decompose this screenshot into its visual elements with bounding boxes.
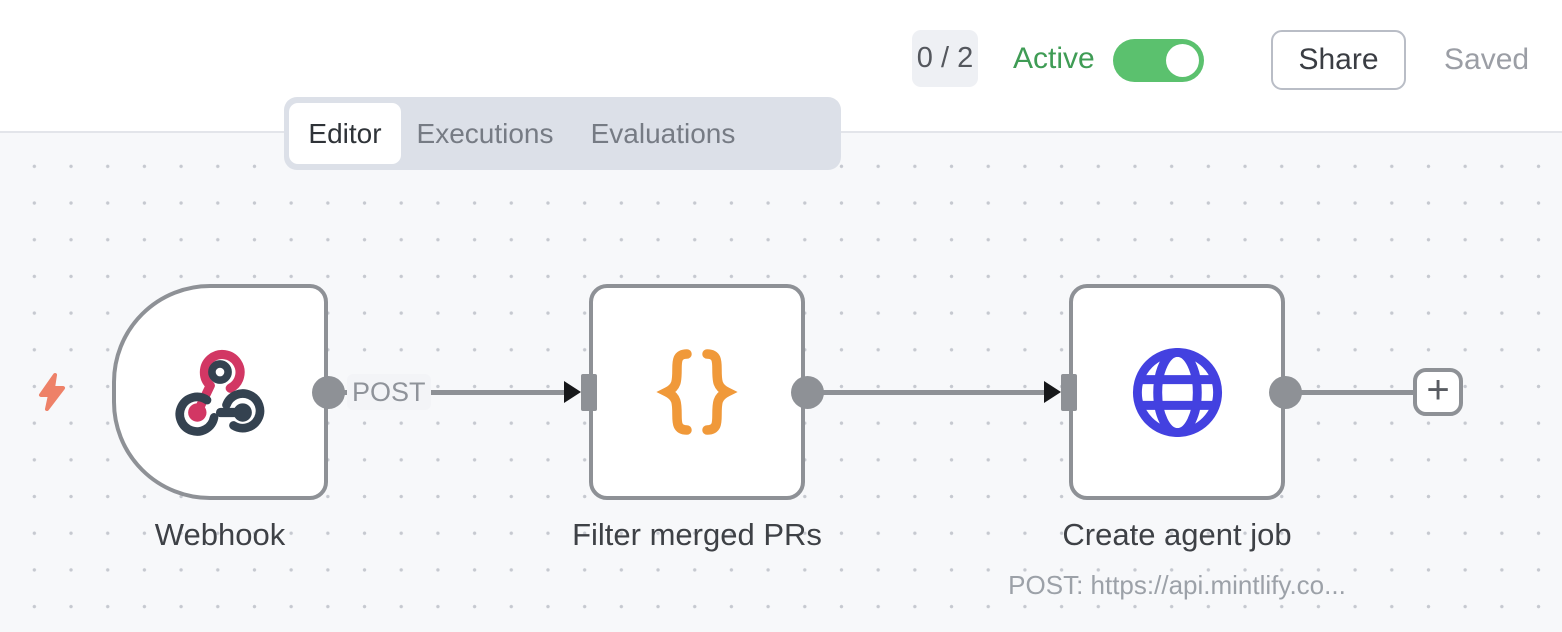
add-node-button[interactable]: + <box>1413 368 1463 416</box>
share-button[interactable]: Share <box>1271 30 1406 90</box>
connection-method-label: POST <box>347 374 431 410</box>
issues-counter-badge[interactable]: 0 / 2 <box>912 30 978 87</box>
tab-evaluations[interactable]: Evaluations <box>590 117 736 149</box>
workflow-canvas[interactable]: POST Webhook Filter merged PRs <box>0 133 1562 632</box>
filter-input-port <box>581 374 597 411</box>
plus-icon: + <box>1426 368 1450 412</box>
active-label: Active <box>1013 42 1095 75</box>
node-subtitle-http: POST: https://api.mintlify.co... <box>1008 570 1346 600</box>
http-input-port <box>1061 374 1077 411</box>
connection-http-to-add <box>1285 390 1413 395</box>
trigger-bolt-icon <box>39 373 65 411</box>
node-title-http: Create agent job <box>1062 517 1292 552</box>
node-filter-merged-prs[interactable] <box>589 284 805 500</box>
code-braces-icon <box>656 349 738 435</box>
connection-arrowhead <box>1044 381 1061 403</box>
tab-editor[interactable]: Editor <box>289 103 401 164</box>
toggle-knob <box>1166 44 1199 77</box>
active-toggle[interactable] <box>1113 39 1204 82</box>
webhook-output-port[interactable] <box>312 376 345 409</box>
connection-arrowhead <box>564 381 581 403</box>
tab-executions[interactable]: Executions <box>416 117 554 149</box>
node-create-agent-job[interactable] <box>1069 284 1285 500</box>
webhook-icon <box>175 349 265 436</box>
node-title-filter: Filter merged PRs <box>572 517 822 552</box>
connection-filter-to-http <box>807 390 1047 395</box>
connection-webhook-to-filter <box>328 390 576 395</box>
node-webhook[interactable] <box>112 284 328 500</box>
view-tabbar: Editor Executions Evaluations <box>284 97 841 170</box>
saved-status: Saved <box>1444 43 1530 76</box>
node-title-webhook: Webhook <box>154 517 286 552</box>
http-output-port[interactable] <box>1269 376 1302 409</box>
globe-icon <box>1132 347 1222 437</box>
filter-output-port[interactable] <box>791 376 824 409</box>
